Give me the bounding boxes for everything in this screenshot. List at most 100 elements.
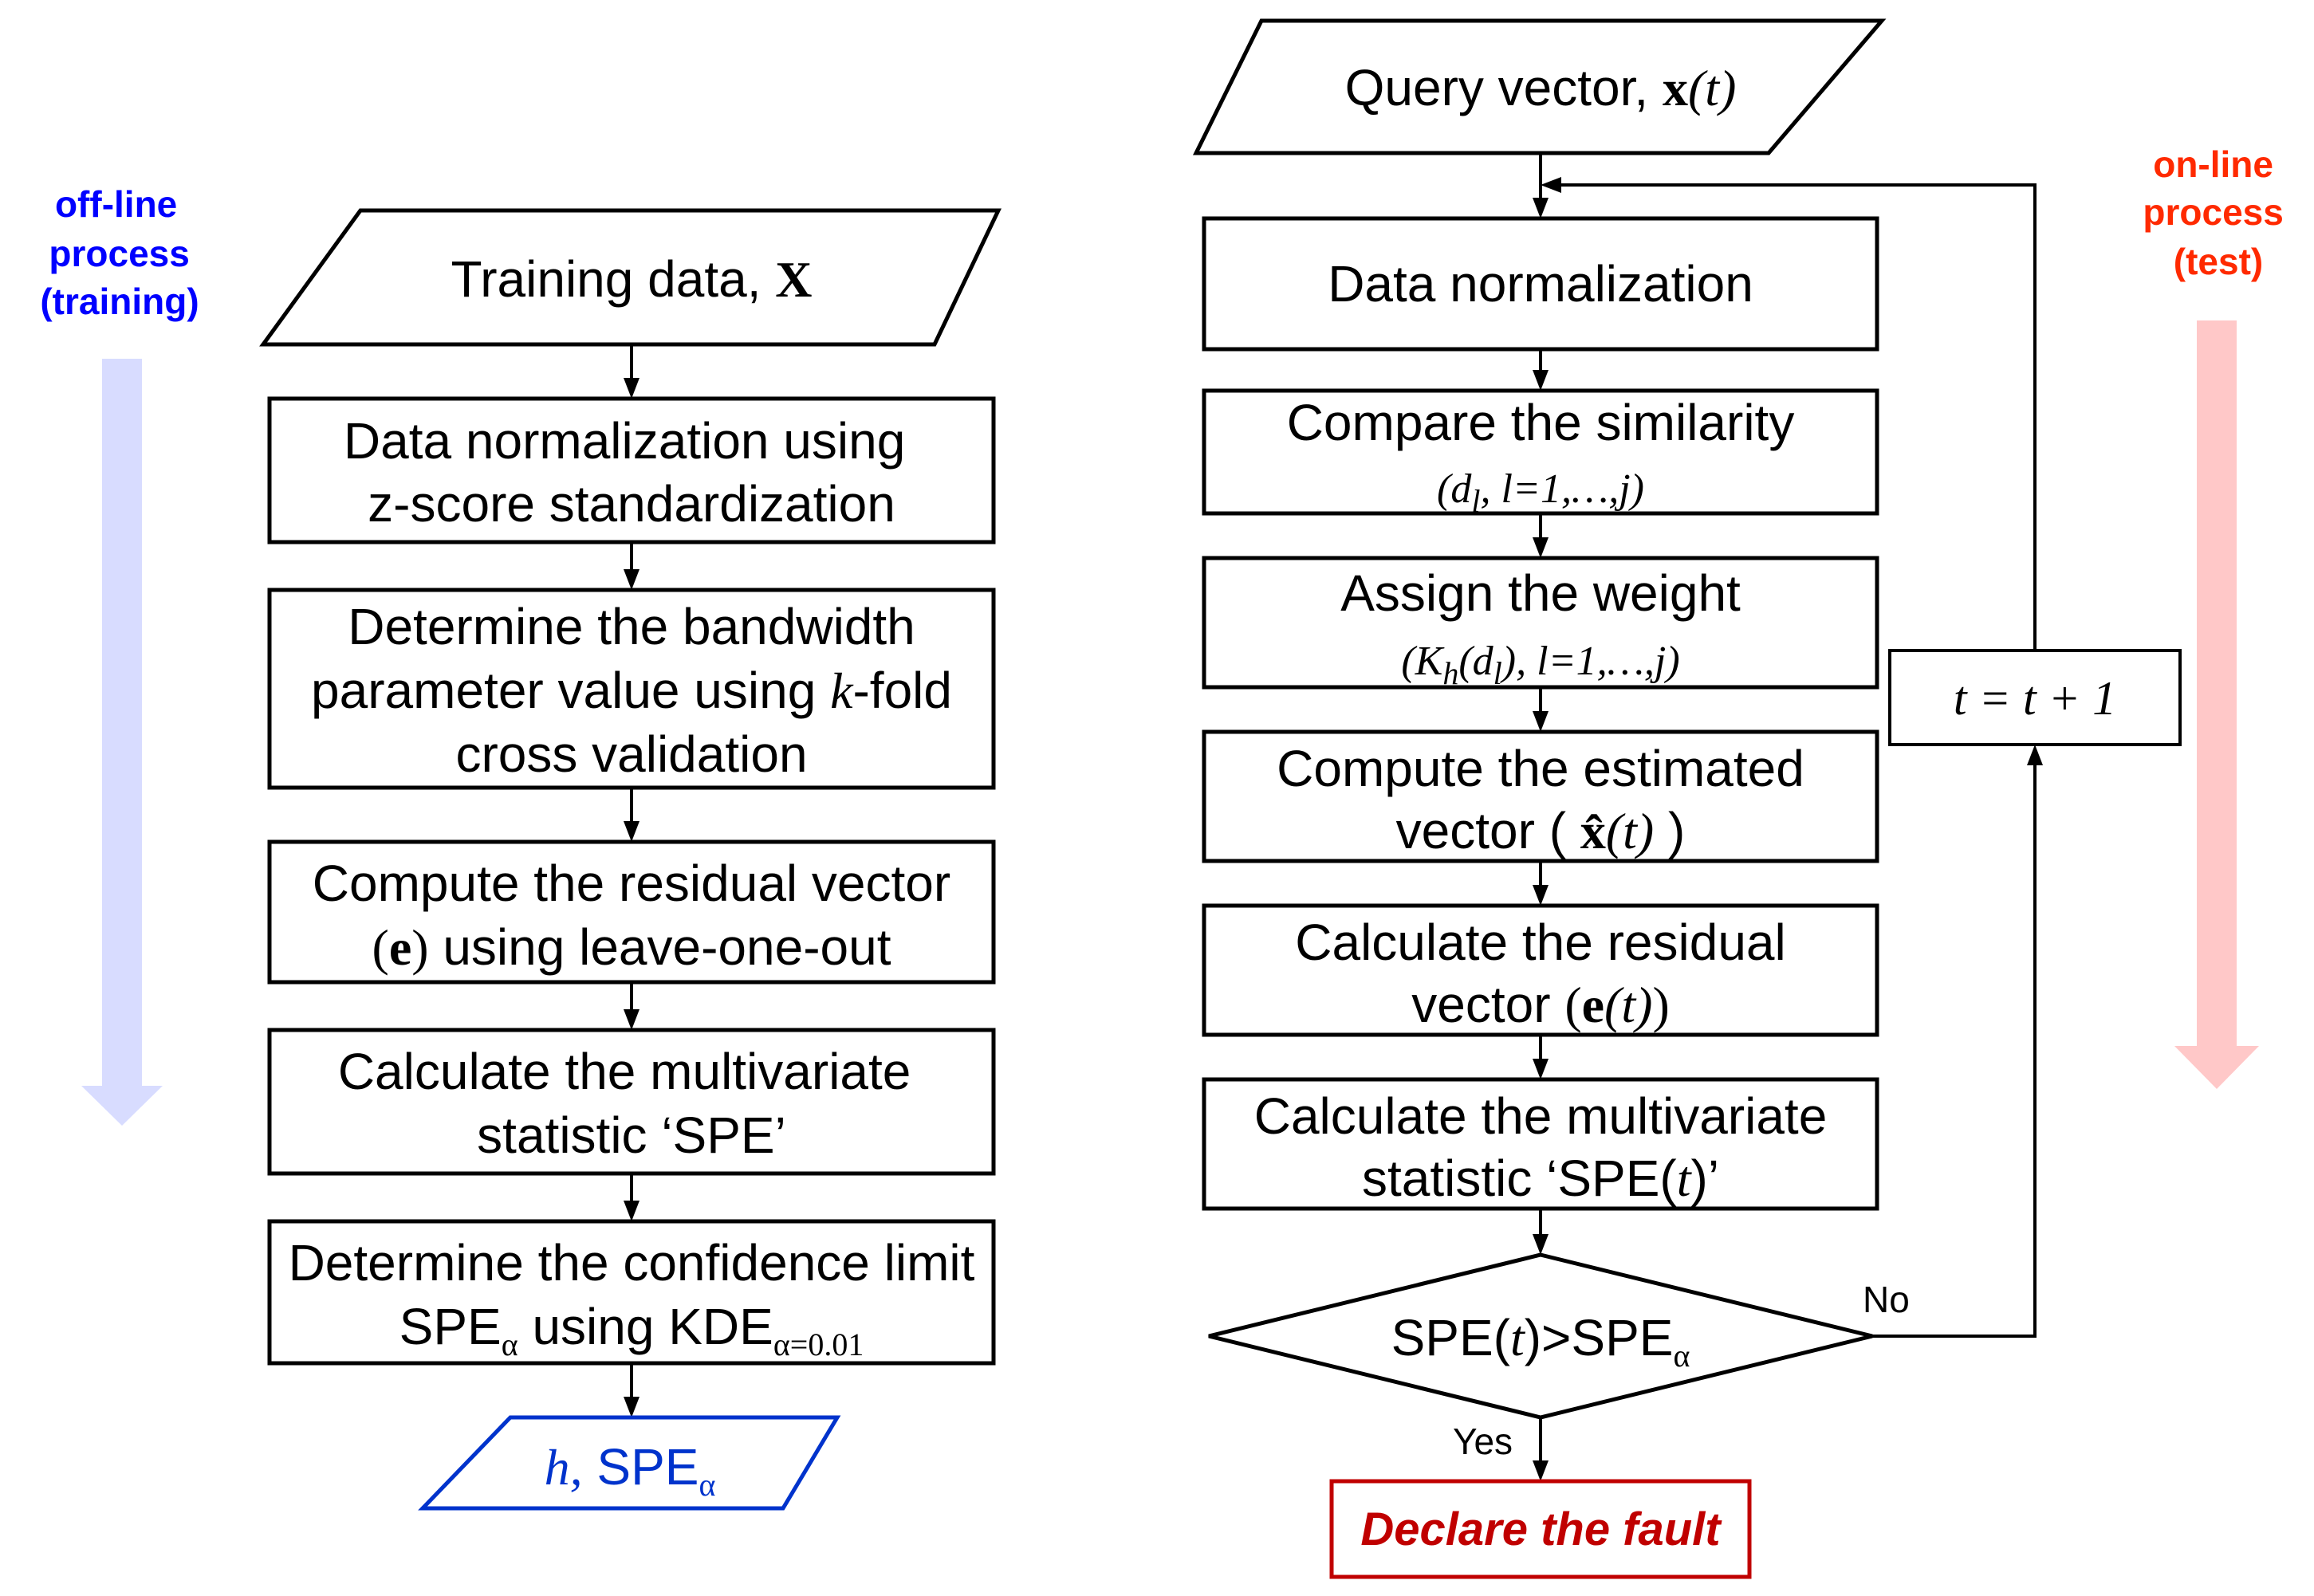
online-step1-label: Data normalization (1328, 255, 1753, 313)
query-vector-label: Query vector, (1345, 59, 1663, 116)
online-step4-line1: Compute the estimated (1277, 740, 1804, 797)
svg-text:Compare the similarity: Compare the similarity (1287, 394, 1795, 451)
svg-text:Data normalization using: Data normalization using z-score standar… (344, 412, 919, 533)
offline-step3-open: ( (372, 919, 389, 976)
offline-step4-line1: Calculate the multivariate (338, 1043, 911, 1100)
online-step4-arg: (t) (1606, 803, 1654, 859)
offline-label-line1: off-line (55, 183, 177, 225)
decision-t: t (1510, 1310, 1526, 1366)
online-step-spe: Calculate the multivariate statistic ‘SP… (1202, 1077, 1879, 1211)
online-step5-open: ( (1564, 977, 1581, 1033)
svg-text:parameter value using k-fold: parameter value using k-fold (311, 662, 952, 719)
offline-step1-line1: Data normalization using (344, 412, 905, 470)
svg-text:Determine the bandwidth: Determine the bandwidth (348, 598, 915, 655)
offline-output-h: h, (545, 1439, 583, 1496)
offline-input-training-data: Training data, X (259, 208, 1002, 347)
offline-step3-close: ) (411, 919, 428, 976)
online-step2-line1: Compare the similarity (1287, 394, 1795, 451)
offline-step5-alpha: α (502, 1327, 518, 1362)
offline-step-bandwidth: Determine the bandwidth parameter value … (267, 588, 996, 790)
online-declare-fault: Declare the fault (1329, 1479, 1752, 1579)
offline-step4-line2: statistic ‘SPE’ (477, 1107, 786, 1164)
online-step5-close: ) (1652, 977, 1669, 1033)
svg-text:Compute the residual vector: Compute the residual vector (313, 855, 950, 912)
online-direction-arrow (2174, 320, 2259, 1089)
svg-text:(e) using leave-one-out: (e) using leave-one-out (372, 918, 891, 976)
svg-text:vector (e(t)): vector (e(t)) (1411, 976, 1670, 1033)
online-label-line3: (test) (2174, 241, 2263, 282)
offline-output-alpha: α (699, 1467, 715, 1503)
svg-text:cross validation: cross validation (455, 725, 807, 783)
svg-text:SPE(t)>SPEα: SPE(t)>SPEα (1391, 1309, 1690, 1374)
online-step-residual: Calculate the residual vector (e(t)) (1202, 903, 1879, 1037)
svg-text:Calculate the multivariate: Calculate the multivariate (1254, 1087, 1828, 1145)
svg-text:on-line process (t: on-line process (test) (2143, 143, 2293, 282)
offline-step5-mid: using KDE (518, 1298, 773, 1355)
offline-step-confidence-limit: Determine the confidence limit SPEα usin… (267, 1219, 996, 1366)
online-side-label: on-line process (test) (2143, 143, 2293, 282)
decision-alpha: α (1673, 1338, 1690, 1374)
offline-step1-line2: z-score standardization (368, 475, 895, 533)
online-connectors (1533, 153, 2043, 1481)
online-step5-pre: vector (1411, 976, 1564, 1033)
svg-text:Training data, X: Training data, X (451, 250, 813, 308)
svg-text:Determine the confidence limit: Determine the confidence limit (289, 1234, 975, 1291)
svg-text:(dl, l=1,…,j): (dl, l=1,…,j) (1437, 466, 1644, 519)
svg-text:Data normalization: Data normalization (1328, 255, 1753, 313)
offline-step5-sub: α=0.01 (773, 1327, 864, 1362)
svg-text:off-line process (: off-line process (training) (40, 183, 199, 322)
offline-step2-k: k (830, 662, 854, 719)
svg-text:Calculate the residual: Calculate the residual (1295, 914, 1785, 971)
offline-step-spe: Calculate the multivariate statistic ‘SP… (267, 1028, 996, 1176)
online-label-line2: process (2143, 191, 2283, 233)
training-data-label: Training data, (451, 250, 776, 308)
svg-text:(Kh(dl), l=1,…,j): (Kh(dl), l=1,…,j) (1401, 639, 1679, 691)
offline-step2-line1: Determine the bandwidth (348, 598, 915, 655)
training-data-var: X (775, 251, 812, 308)
declare-fault-label: Declare the fault (1360, 1504, 1722, 1555)
offline-output: h, SPEα (418, 1415, 841, 1511)
offline-side-label: off-line process (training) (40, 183, 199, 322)
offline-step5-line1: Determine the confidence limit (289, 1234, 975, 1291)
offline-step-residual: Compute the residual vector (e) using le… (267, 839, 996, 985)
svg-text:statistic ‘SPE(t)’: statistic ‘SPE(t)’ (1362, 1150, 1719, 1207)
increment-label: t = t + 1 (1954, 672, 2116, 725)
online-step4-xhat: x̂ (1580, 803, 1606, 859)
online-step-similarity: Compare the similarity (dl, l=1,…,j) (1202, 388, 1879, 519)
online-step2-mid: , l (1480, 466, 1512, 512)
offline-label-line3: (training) (40, 281, 199, 322)
query-vector-arg: (t) (1688, 60, 1736, 116)
svg-text:Query vector, x(t): Query vector, x(t) (1345, 59, 1737, 116)
online-step3-mid: (d (1458, 639, 1493, 684)
svg-text:Compute the estimated: Compute the estimated (1277, 740, 1804, 797)
online-step2-sub: l (1471, 483, 1480, 519)
online-step5-arg: (t) (1604, 977, 1652, 1033)
online-decision-spe-check: SPE(t)>SPEα (1208, 1252, 1873, 1420)
online-step6-t: t (1677, 1150, 1693, 1207)
offline-step2-line2-post: -fold (852, 662, 952, 719)
offline-connectors (624, 344, 639, 1417)
online-step3-rest: =1,…,j) (1549, 639, 1680, 684)
online-step-estimated-vector: Compute the estimated vector ( x̂(t) ) (1202, 729, 1879, 863)
online-step6-close: )’ (1691, 1150, 1720, 1207)
online-step3-mid2: ), l (1500, 639, 1549, 684)
svg-text:vector ( x̂(t) ): vector ( x̂(t) ) (1396, 802, 1686, 859)
offline-step2-line3: cross validation (455, 725, 807, 783)
online-step4-pre: vector ( (1396, 802, 1580, 859)
online-step2-rest: =1,…,j) (1513, 466, 1644, 512)
offline-direction-arrow (81, 359, 163, 1126)
offline-output-spe: SPE (583, 1438, 699, 1496)
yes-branch-label: Yes (1453, 1421, 1513, 1462)
no-branch-label: No (1863, 1279, 1910, 1320)
svg-text:h, SPEα: h, SPEα (545, 1438, 716, 1503)
online-input-query-vector: Query vector, x(t) (1192, 18, 1887, 155)
offline-label-line2: process (49, 233, 189, 274)
svg-text:Calculate the multivariate: Calculate the multivariate statistic ‘SP… (338, 1043, 925, 1164)
online-step6-line1: Calculate the multivariate (1254, 1087, 1828, 1145)
online-increment-box: t = t + 1 (1888, 649, 2182, 746)
online-step3-line1: Assign the weight (1340, 564, 1741, 622)
svg-text:Assign the weight: Assign the weight (1340, 564, 1741, 622)
online-step4-close: ) (1654, 802, 1685, 859)
online-step6-pre: statistic ‘SPE( (1362, 1150, 1677, 1207)
